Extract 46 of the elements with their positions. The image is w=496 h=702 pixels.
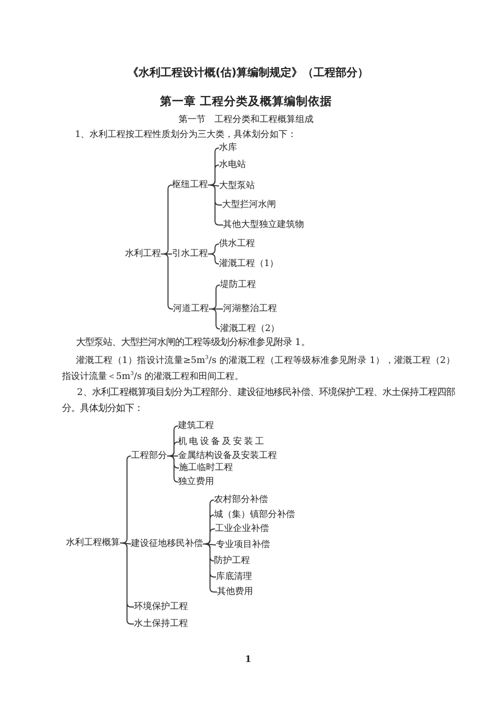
category-label: 库底清理 [216, 572, 252, 583]
connector [208, 254, 220, 264]
connector [208, 308, 220, 330]
category-label: 建设征地移民补偿 [131, 538, 203, 550]
category-label: 工业企业补偿 [215, 524, 269, 535]
connector [208, 184, 224, 226]
connector [166, 456, 178, 482]
category-label: 金属结构设备及安装工程 [178, 450, 277, 462]
paragraph: 1、水利工程按工程性质划分为三大类，具体划分如下： [75, 130, 297, 141]
section-heading: 第一节 工程分类和工程概算组成 [178, 114, 314, 126]
category-label: 水利工程概算 [66, 538, 120, 549]
category-label: 水土保持工程 [134, 618, 188, 630]
document-title: 《水利工程设计概(估)算编制规定》（工程部分） [128, 66, 369, 80]
category-label: 其他大型独立建筑物 [223, 220, 304, 231]
chapter-heading: 第一章 工程分类及概算编制依据 [160, 94, 332, 108]
page-number: 1 [245, 654, 252, 666]
connector [202, 544, 218, 592]
category-label: 河湖整治工程 [223, 304, 277, 315]
category-label: 机电设备及安装工 [178, 436, 266, 448]
category-label: 水利工程 [125, 248, 161, 260]
category-label: 农村部分补偿 [214, 494, 268, 506]
category-label: 专业项目补偿 [216, 540, 270, 551]
category-label: 供水工程 [219, 238, 255, 250]
category-label: 引水工程 [172, 248, 208, 260]
category-label: 环境保护工程 [134, 602, 188, 613]
category-label: 水电站 [219, 160, 246, 171]
category-label: 独立费用 [178, 476, 214, 488]
category-label: 灌溉工程（2） [220, 324, 280, 335]
category-label: 工程部分 [131, 450, 167, 462]
paragraph: 大型泵站、大型拦河水闸的工程等级划分标准参见附录 1。 [76, 337, 310, 349]
category-label: 其他费用 [217, 586, 253, 598]
category-label: 防护工程 [214, 556, 250, 567]
category-label: 大型泵站 [219, 180, 255, 192]
category-label: 枢纽工程 [172, 180, 208, 191]
category-label: 河道工程 [173, 304, 209, 315]
category-label: 灌溉工程（1） [219, 258, 279, 270]
category-label: 大型拦河水闸 [222, 200, 276, 211]
connector [120, 542, 134, 624]
paragraph: 灌溉工程（1）指设计流量≥5m$^{3}$/s 的灌溉工程（工程等级标准参见附录 1），灌溉工程（2）指设计流量＜5m$^{3}$/s 的灌溉工程和田间工程。 [62, 354, 455, 384]
category-label: 水库 [219, 142, 237, 154]
connector [160, 254, 174, 310]
category-label: 建筑工程 [178, 420, 214, 432]
category-label: 施工临时工程 [179, 462, 233, 474]
category-label: 城（集）镇部分补偿 [214, 510, 295, 521]
category-label: 堤防工程 [220, 280, 256, 291]
paragraph: 2、水利工程概算项目划分为工程部分、建设征地移民补偿、环境保护工程、水土保持工程四部分。具体划分如下： [62, 386, 455, 416]
